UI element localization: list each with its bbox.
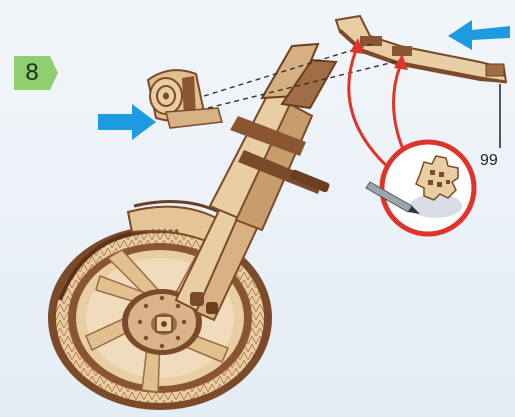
svg-text:✱✱✱✱✱: ✱✱✱✱✱ [150,228,179,236]
step-number: 8 [14,56,50,90]
part-number-label: 99 [480,152,498,170]
